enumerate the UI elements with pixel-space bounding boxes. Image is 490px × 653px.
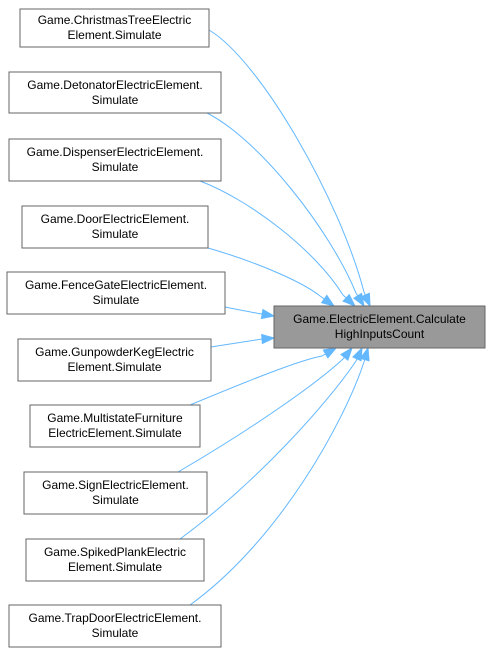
edge-0 xyxy=(208,29,365,293)
caller-node-8[interactable]: Game.SpikedPlankElectric Element.Simulat… xyxy=(25,538,205,582)
caller-node-9-box xyxy=(8,604,222,648)
caller-node-0-label-line2: Element.Simulate xyxy=(67,28,161,42)
edge-6 xyxy=(189,355,323,406)
caller-node-3-label-line1: Game.DoorElectricElement. xyxy=(41,212,190,226)
edge-1 xyxy=(206,112,357,294)
edge-8-arrowhead xyxy=(352,346,363,362)
caller-node-8-label-line2: Element.Simulate xyxy=(68,560,162,574)
caller-node-4[interactable]: Game.FenceGateElectricElement. Simulate xyxy=(6,271,226,315)
caller-node-2[interactable]: Game.DispenserElectricElement. Simulate xyxy=(8,138,222,182)
caller-node-0-box xyxy=(19,8,210,48)
edge-5 xyxy=(210,338,263,348)
target-node-box xyxy=(273,305,486,349)
edge-4 xyxy=(224,306,263,315)
edge-1-connector xyxy=(355,292,359,297)
edge-2-arrowhead xyxy=(342,293,357,307)
caller-node-5-box xyxy=(17,338,212,382)
caller-node-8-label-line1: Game.SpikedPlankElectric xyxy=(44,545,186,559)
caller-node-9-label-line2: Simulate xyxy=(92,626,139,640)
target-node-label-line1: Game.ElectricElement.Calculate xyxy=(293,312,466,326)
caller-node-5[interactable]: Game.GunpowderKegElectric Element.Simula… xyxy=(17,338,212,382)
edge-7 xyxy=(177,358,344,473)
caller-node-2-box xyxy=(8,138,222,182)
edge-8 xyxy=(179,360,357,540)
caller-node-7-box xyxy=(23,471,208,515)
edge-9-arrowhead xyxy=(359,346,370,362)
edges xyxy=(177,29,371,606)
caller-node-2-label-line2: Simulate xyxy=(92,160,139,174)
edge-3-arrowhead xyxy=(320,294,336,307)
edge-3-connector xyxy=(319,295,325,300)
caller-node-7[interactable]: Game.SignElectricElement. Simulate xyxy=(23,471,208,515)
edge-0-connector xyxy=(363,291,366,296)
caller-node-2-label-line1: Game.DispenserElectricElement. xyxy=(27,145,204,159)
edge-6-arrowhead xyxy=(322,347,338,359)
caller-node-1-label-line2: Simulate xyxy=(92,93,139,107)
target-node[interactable]: Game.ElectricElement.Calculate HighInput… xyxy=(273,305,486,349)
caller-node-6-label-line1: Game.MultistateFurniture xyxy=(47,411,183,425)
caller-node-1-label-line1: Game.DetonatorElectricElement. xyxy=(27,78,202,92)
caller-node-5-label-line2: Element.Simulate xyxy=(67,360,161,374)
edge-1-arrowhead xyxy=(353,292,365,308)
caller-node-7-label-line2: Simulate xyxy=(92,493,139,507)
caller-node-1[interactable]: Game.DetonatorElectricElement. Simulate xyxy=(8,71,222,114)
caller-node-6[interactable]: Game.MultistateFurniture ElectricElement… xyxy=(29,404,201,448)
caller-node-1-box xyxy=(8,71,222,114)
caller-node-4-box xyxy=(6,271,226,315)
caller-node-7-label-line1: Game.SignElectricElement. xyxy=(42,478,189,492)
caller-node-9[interactable]: Game.TrapDoorElectricElement. Simulate xyxy=(8,604,222,648)
edge-2-connector xyxy=(342,294,347,299)
edge-3 xyxy=(207,247,321,297)
caller-node-8-box xyxy=(25,538,205,582)
caller-node-0-label-line1: Game.ChristmasTreeElectric xyxy=(38,13,192,27)
target-node-label-line2: HighInputsCount xyxy=(335,327,425,341)
caller-node-6-box xyxy=(29,404,201,448)
caller-node-4-label-line1: Game.FenceGateElectricElement. xyxy=(25,278,207,292)
caller-node-5-label-line1: Game.GunpowderKegElectric xyxy=(35,345,194,359)
caller-node-9-label-line1: Game.TrapDoorElectricElement. xyxy=(29,611,202,625)
edge-7-arrowhead xyxy=(340,346,353,361)
edge-2 xyxy=(199,180,344,296)
caller-node-6-label-line2: ElectricElement.Simulate xyxy=(48,426,182,440)
edge-5-arrowhead xyxy=(261,333,276,345)
caller-node-3-box xyxy=(21,205,209,249)
edge-0-arrowhead xyxy=(360,292,371,308)
edge-6-connector xyxy=(321,353,326,357)
caller-node-3-label-line2: Simulate xyxy=(92,227,139,241)
caller-node-0[interactable]: Game.ChristmasTreeElectric Element.Simul… xyxy=(19,8,210,48)
caller-node-4-label-line2: Simulate xyxy=(93,293,140,307)
edge-4-arrowhead xyxy=(260,308,276,320)
caller-node-3[interactable]: Game.DoorElectricElement. Simulate xyxy=(21,205,209,249)
edge-9 xyxy=(189,361,365,606)
